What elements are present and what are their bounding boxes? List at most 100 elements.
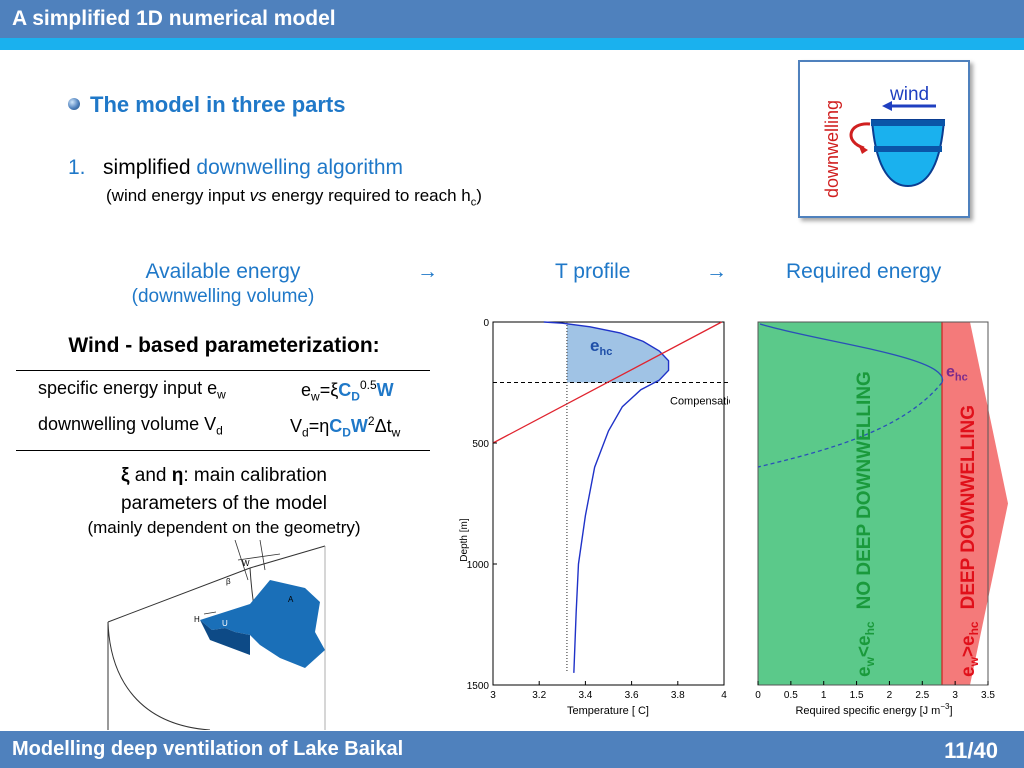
sketch-u: U — [222, 619, 228, 628]
flow-arrow-2: → — [706, 260, 727, 283]
e-xtick-label: 3.5 — [981, 690, 995, 701]
e-xtick-label: 0 — [755, 690, 761, 701]
eta-symbol: η — [171, 465, 184, 486]
inset-downwelling-label: downwelling — [822, 100, 842, 198]
e-xtick-label: 1.5 — [850, 690, 864, 701]
flow-step-tprofile: T profile — [555, 260, 631, 283]
sketch-h: H — [194, 615, 200, 624]
inset-wind-label: wind — [889, 84, 929, 105]
formula-part: V — [290, 416, 303, 436]
formula-exp: 2 — [367, 414, 375, 428]
formula-exp: 0.5 — [359, 378, 377, 392]
formula-cd: C — [329, 416, 343, 436]
basin-shape — [870, 119, 946, 188]
e-xtick-label: 2.5 — [915, 690, 929, 701]
t-ytick-label: 0 — [483, 318, 489, 329]
page-number: 11/40 — [944, 738, 998, 763]
ehc-shaded-area — [566, 323, 669, 383]
cond-b-sub: hc — [967, 621, 981, 635]
series-line-1 — [492, 321, 722, 444]
title-accent-stripe — [0, 38, 1024, 50]
row2-name-text: downwelling volume V — [38, 414, 217, 434]
item-number: 1. — [68, 156, 86, 179]
t-ytick-label: 500 — [472, 439, 489, 450]
e-xtick-label: 2 — [887, 690, 893, 701]
e-xtick-label: 0.5 — [784, 690, 798, 701]
calibration-note: (mainly dependent on the geometry) — [87, 518, 361, 537]
deep-region — [942, 322, 970, 685]
e-xlabel: Required specific energy [J m−3] — [795, 702, 952, 717]
ehc-annotation-sub: hc — [599, 346, 612, 358]
ehc-label-sub: hc — [955, 372, 968, 384]
sketch-w: W — [242, 559, 250, 568]
required-energy-curve-dashed — [757, 382, 943, 468]
cal-part: : main calibration — [183, 465, 327, 486]
e-xtick-label: 3 — [952, 690, 958, 701]
formula-sub: w — [311, 389, 320, 404]
cond-a: e — [854, 666, 875, 677]
numbered-item: 1. simplified downwelling algorithm — [68, 156, 403, 180]
xi-symbol: ξ — [121, 465, 130, 486]
formula-sub: w — [391, 425, 401, 440]
slide-title: A simplified 1D numerical model — [12, 7, 336, 30]
ehc-annotation: ehc — [590, 336, 612, 358]
subtext-part: ) — [476, 186, 482, 205]
t-xtick-label: 3.4 — [578, 690, 592, 701]
calibration-text: ξ and η: main calibration parameters of … — [14, 462, 434, 518]
t-ylabel: Depth [m] — [459, 518, 470, 562]
formula-part: =η — [308, 416, 330, 436]
flow-step-sublabel: (downwelling volume) — [131, 286, 315, 307]
cond-a: e — [958, 666, 979, 677]
downwelling-arrow-icon — [858, 144, 868, 154]
red-label-text: DEEP DOWNWELLING — [958, 405, 979, 609]
row2-name-sub: d — [216, 423, 223, 438]
temperature-profile-chart: 33.23.43.63.84050010001500ehcCompensatio… — [459, 318, 730, 717]
ehc-label: ehc — [946, 364, 968, 384]
flow-step-required: Required energy — [786, 260, 942, 283]
t-xtick-label: 3.6 — [625, 690, 639, 701]
formula-w: W — [350, 416, 368, 436]
subtext-part: (wind energy input — [106, 186, 250, 205]
compensation-label: Compensation depth - hc — [670, 396, 730, 410]
formula-part: =ξ — [319, 380, 339, 400]
t-ytick-label: 1500 — [467, 681, 490, 692]
bullet-icon — [68, 98, 80, 110]
parameterization-title: Wind - based parameterization: — [68, 334, 380, 357]
formula-sub: d — [302, 425, 309, 440]
flow-step-available: Available energy (downwelling volume) — [110, 260, 336, 308]
e-xtick-label: 1 — [821, 690, 827, 701]
lake-basin-sketch: W β H U A — [107, 540, 326, 730]
no-deep-label: ew<ehc NO DEEP DOWNWELLING — [854, 371, 877, 677]
row1-name-text: specific energy input e — [38, 378, 218, 398]
cond-b-sub: hc — [863, 621, 877, 635]
ehc-label-main: e — [946, 364, 955, 381]
cond-a-sub: w — [863, 656, 877, 667]
footer-bar: Modelling deep ventilation of Lake Baika… — [0, 731, 1024, 768]
e-xlabel-text: Required specific energy [J m — [795, 705, 940, 717]
formula-part: e — [301, 380, 312, 400]
row1-formula: ew=ξCD0.5W — [301, 378, 394, 404]
row1-name: specific energy input ew — [38, 378, 226, 402]
row2-name: downwelling volume Vd — [38, 414, 223, 438]
compensation-label-main: Compensation depth - h — [670, 396, 730, 408]
required-energy-curve — [759, 323, 943, 383]
wind-arrow-icon — [882, 101, 892, 111]
t-xtick-label: 3.2 — [532, 690, 546, 701]
no-deep-region — [758, 322, 942, 685]
formula-part: Δt — [374, 416, 392, 436]
e-xlabel-end: ] — [949, 705, 952, 717]
formula-cd: C — [338, 380, 352, 400]
series-line-0 — [543, 321, 670, 673]
t-xtick-label: 4 — [721, 690, 727, 701]
subtext-vs: vs — [249, 186, 267, 205]
green-label-text: NO DEEP DOWNWELLING — [854, 371, 875, 609]
formula-w: W — [376, 380, 394, 400]
cal-line2: parameters of the model — [121, 493, 327, 514]
formula-cd-sub: D — [351, 389, 360, 404]
cond-a-sub: w — [967, 656, 981, 667]
cond-b: <e — [854, 635, 875, 657]
downwelling-inset: wind downwelling — [798, 60, 970, 218]
table-top-rule — [16, 370, 430, 371]
deep-label: ew>ehcDEEP DOWNWELLING — [958, 405, 981, 677]
